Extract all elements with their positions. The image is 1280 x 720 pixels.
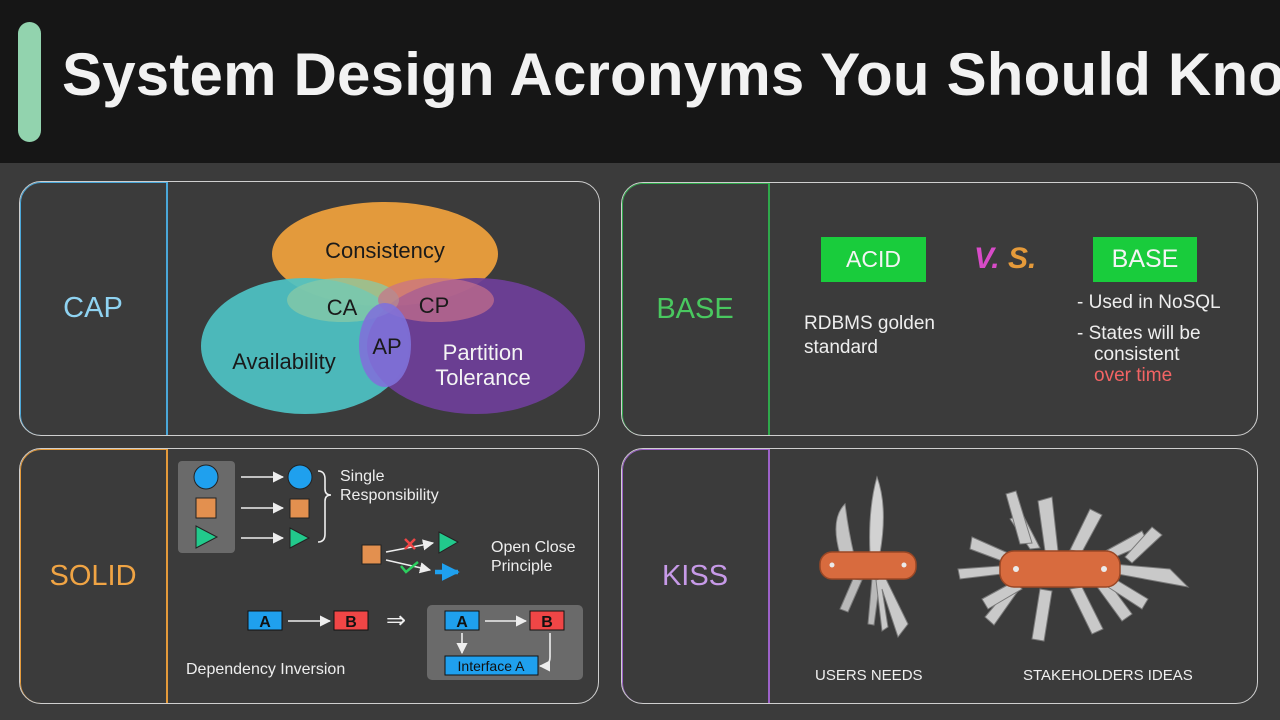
acid-description-line2: standard [804, 337, 878, 358]
base-point-states: - States will be [1077, 323, 1201, 344]
kiss-panel: KISS [621, 448, 1258, 704]
solid-content: Single Responsibility Open Close Princip… [168, 449, 598, 703]
single-responsibility-brace [317, 470, 332, 543]
simple-pocket-knife-icon [819, 475, 917, 639]
cp-overlap-highlight [378, 278, 494, 322]
venn-label-cp: CP [419, 293, 450, 318]
versus-s: S. [1007, 242, 1037, 275]
header: System Design Acronyms You Should Know [0, 0, 1280, 163]
square-result-icon [289, 498, 310, 519]
cap-panel: CAP Consistency CA CP AP Availability Pa… [19, 181, 600, 436]
base-panel: BASE ACID V. S. BASE RDBMS golden standa… [621, 182, 1258, 436]
cap-venn-diagram: Consistency CA CP AP Availability Partit… [201, 202, 585, 414]
venn-label-tolerance: Tolerance [435, 365, 530, 390]
dependency-box-a-label: A [259, 614, 271, 631]
inverted-box-a-label: A [456, 614, 468, 631]
solid-diagram: Single Responsibility Open Close Princip… [178, 461, 583, 680]
b-to-interface-arrow [538, 633, 551, 672]
square-shape-icon [195, 497, 217, 519]
title-accent-bar [18, 22, 41, 142]
complex-multitool-knife-icon [957, 490, 1190, 642]
page-title: System Design Acronyms You Should Know [62, 41, 1280, 108]
circle-result-icon [287, 464, 313, 490]
implies-arrow-icon: ⇒ [386, 607, 406, 634]
cross-mark-icon [404, 538, 416, 550]
single-responsibility-line1: Single [340, 468, 385, 485]
venn-label-ap: AP [372, 334, 401, 359]
venn-label-availability: Availability [232, 349, 336, 374]
cap-label: CAP [20, 182, 168, 435]
interface-a-box [444, 655, 539, 676]
base-point-consistent: consistent [1094, 344, 1180, 365]
check-mark-icon [400, 561, 419, 574]
versus-v: V. [974, 242, 1000, 275]
solid-panel: SOLID Single Responsibil [19, 448, 599, 704]
venn-label-consistency: Consistency [325, 238, 445, 263]
base-label: BASE [622, 183, 770, 435]
open-close-line1: Open Close [491, 539, 576, 556]
cap-venn-area: Consistency CA CP AP Availability Partit… [168, 182, 599, 435]
base-point-nosql: - Used in NoSQL [1077, 292, 1221, 313]
open-close-arrow-down [385, 559, 432, 574]
open-close-arrow-up [385, 539, 435, 553]
dependency-inversion-label: Dependency Inversion [186, 661, 345, 678]
acid-description-line1: RDBMS golden [804, 313, 935, 334]
acid-badge: ACID [821, 237, 926, 282]
stakeholders-ideas-caption: STAKEHOLDERS IDEAS [1023, 667, 1193, 684]
kiss-illustration [819, 475, 1190, 642]
open-close-triangle-icon [438, 531, 460, 554]
circle-shape-icon [193, 464, 219, 490]
single-responsibility-line2: Responsibility [340, 487, 439, 504]
venn-label-ca: CA [327, 295, 358, 320]
base-content: ACID V. S. BASE RDBMS golden standard - … [770, 183, 1257, 435]
interface-a-label: Interface A [458, 658, 526, 674]
kiss-content: USERS NEEDS STAKEHOLDERS IDEAS [770, 449, 1257, 703]
inverted-box-b [529, 610, 565, 631]
open-close-line2: Principle [491, 558, 552, 575]
inverted-box-a [444, 610, 480, 631]
venn-label-partition: Partition [443, 340, 524, 365]
ap-overlap-highlight [359, 303, 411, 387]
dependency-box-b [333, 610, 369, 631]
versus-label: V. S. [974, 242, 1036, 276]
users-needs-caption: USERS NEEDS [815, 667, 923, 684]
triangle-shape-icon [195, 525, 219, 549]
dependency-box-b-label: B [345, 614, 357, 631]
base-point-over-time: over time [1094, 365, 1173, 386]
base-badge: BASE [1093, 237, 1197, 282]
solid-label: SOLID [20, 449, 168, 703]
triangle-result-icon [289, 527, 311, 549]
dependency-box-a [247, 610, 283, 631]
open-close-square-icon [361, 544, 382, 565]
inverted-box-b-label: B [541, 614, 553, 631]
kiss-label: KISS [622, 449, 770, 703]
